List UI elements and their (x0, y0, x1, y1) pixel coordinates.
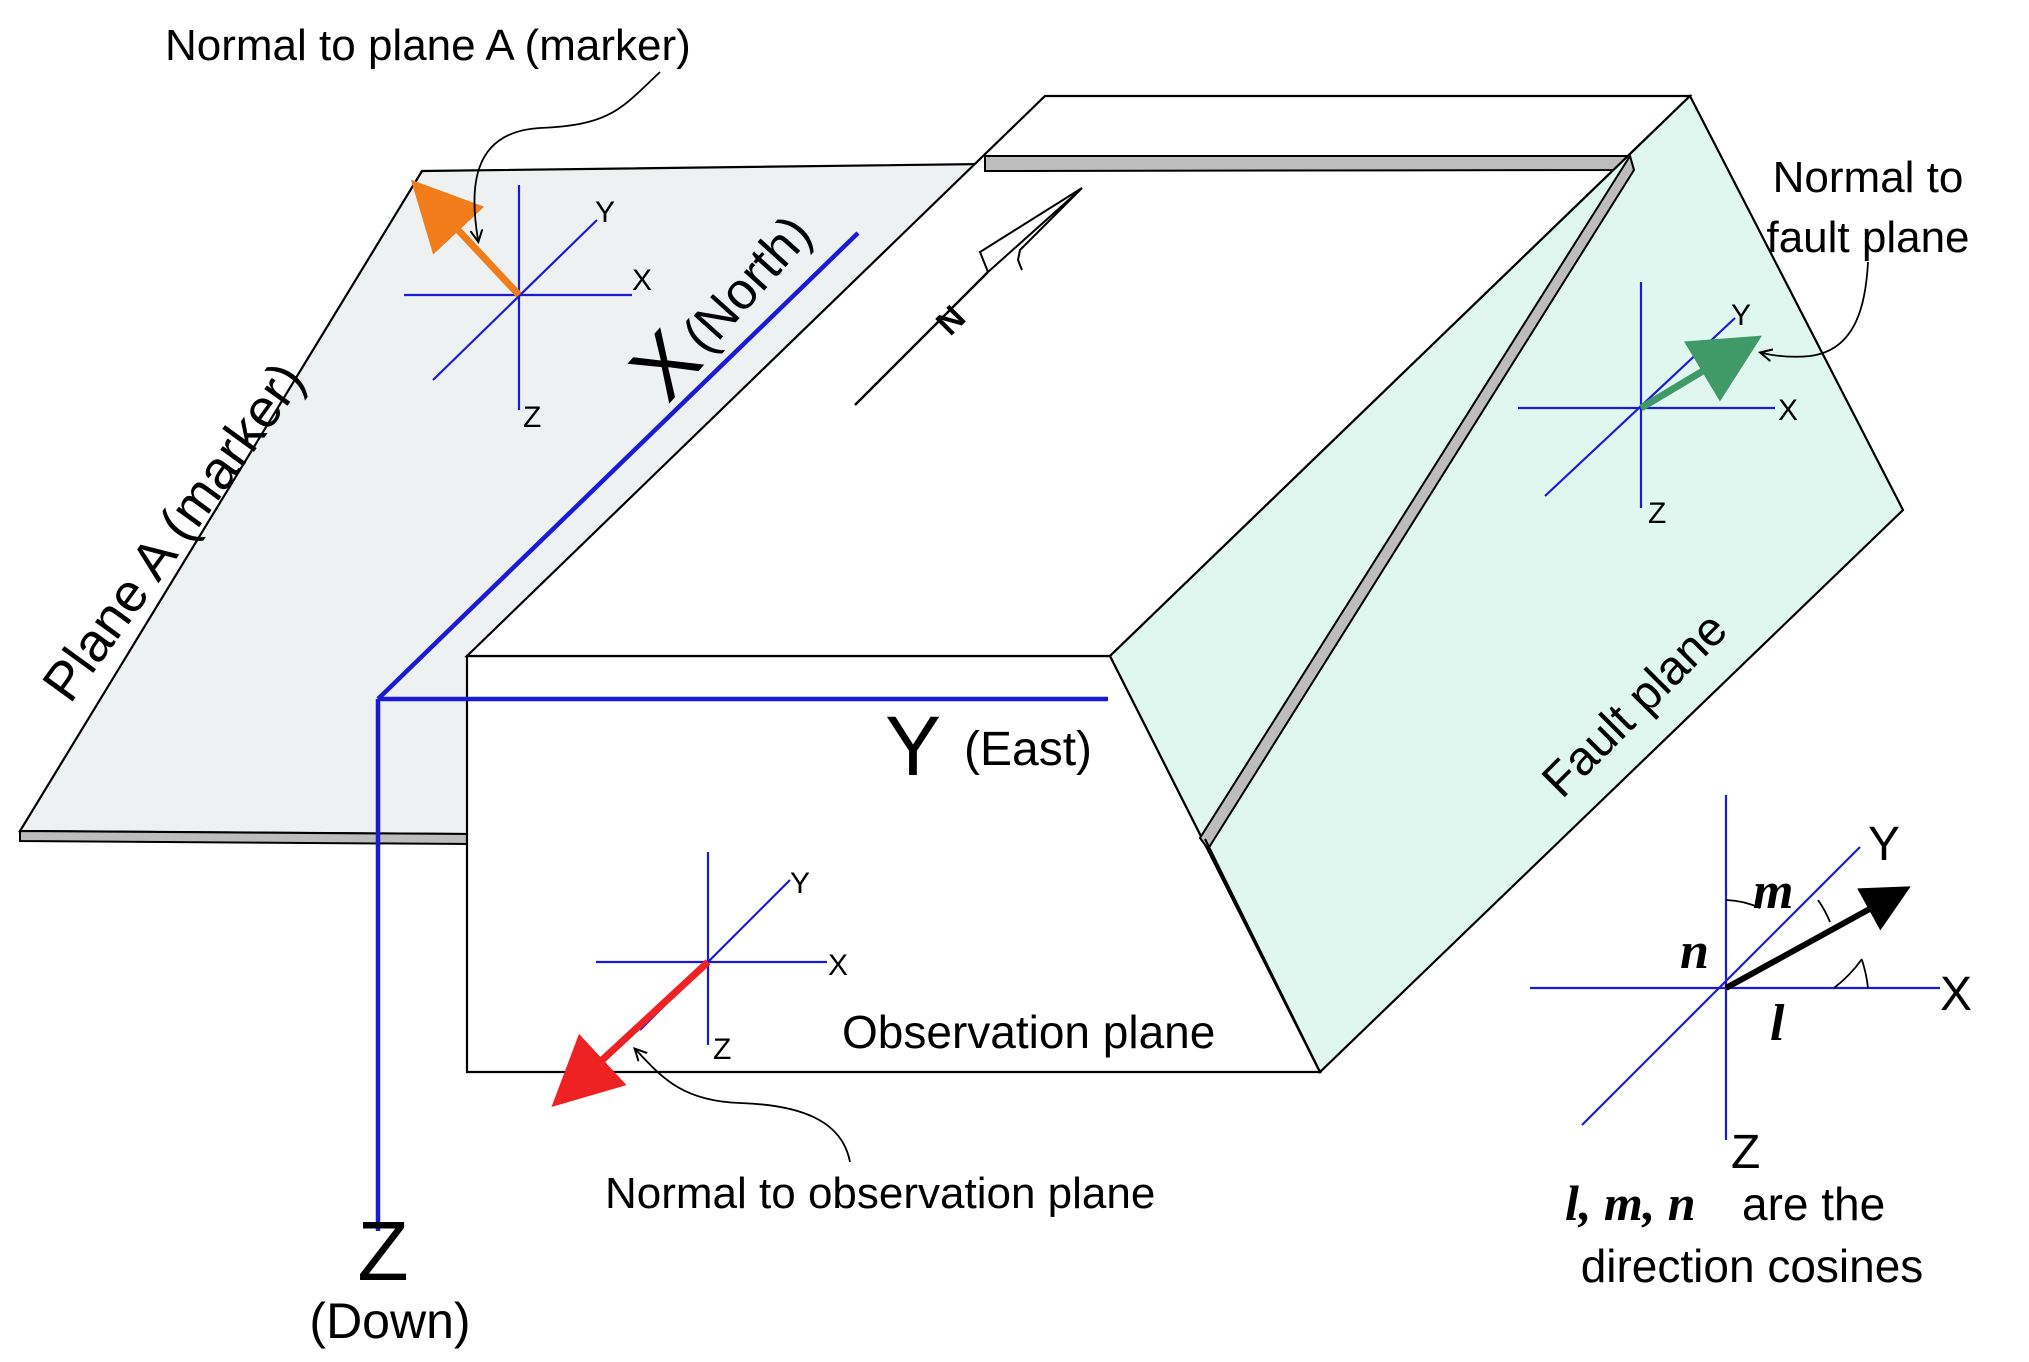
global-x-axis (376, 231, 860, 701)
plane-a-axis-y: Y (595, 196, 615, 229)
normal-observation-arrow (551, 959, 711, 1108)
legend-line1-suffix: are the (1742, 1178, 1885, 1230)
fault-axis-x: X (1778, 394, 1798, 427)
label-normal-fault-2: fault plane (1766, 213, 1969, 262)
obs-axis-x: X (828, 949, 848, 982)
label-normal-observation: Normal to observation plane (605, 1169, 1155, 1218)
cos-n-label: n (1680, 923, 1709, 980)
leader-lines (474, 71, 1869, 1163)
legend-cos-list: l, m, n (1565, 1175, 1696, 1231)
label-z-axis-down: (Down) (309, 1293, 470, 1349)
legend-axis-y: Y (1868, 818, 1900, 871)
label-normal-plane-a: Normal to plane A (marker) (165, 21, 691, 70)
angle-arc-n (1725, 899, 1761, 909)
leader-normal-observation (636, 1050, 851, 1163)
obs-axis-y: Y (790, 867, 810, 900)
normal-plane-a-arrow (410, 179, 522, 298)
cos-l-label: l (1770, 995, 1785, 1052)
legend-axis-x: X (1940, 968, 1972, 1021)
fault-plane-local-axes: Y X Z (1518, 282, 1798, 530)
direction-cosines-diagram: n m l Y X Z (1530, 795, 1972, 1179)
fault-axis-z: Z (1648, 497, 1666, 530)
normal-fault-arrow (1639, 335, 1763, 412)
hanging-wall-top (464, 94, 1693, 658)
label-z-axis: Z (357, 1204, 408, 1298)
angle-arc-m (1817, 899, 1831, 923)
leader-normal-plane-a (474, 71, 661, 240)
plane-a-axis-x: X (632, 264, 652, 297)
legend-axis-z: Z (1731, 1126, 1760, 1179)
legend-line2: direction cosines (1581, 1240, 1924, 1292)
leader-normal-fault (1762, 261, 1869, 357)
label-observation-plane: Observation plane (842, 1006, 1215, 1058)
label-y-axis: Y (885, 699, 941, 793)
label-y-axis-east: (East) (964, 723, 1092, 776)
direction-vector-arrow (1724, 886, 1911, 991)
plane-a-axis-z: Z (523, 401, 541, 434)
observation-plane-local-axes: Y X Z (551, 852, 848, 1108)
obs-axis-z: Z (713, 1033, 731, 1066)
plane-a-local-axes: Y X Z (404, 179, 652, 434)
angle-arc-l (1833, 958, 1863, 989)
cos-m-label: m (1753, 863, 1793, 920)
fault-axis-y: Y (1731, 299, 1751, 332)
label-normal-fault-1: Normal to (1773, 153, 1964, 202)
global-axes (375, 231, 1108, 1231)
